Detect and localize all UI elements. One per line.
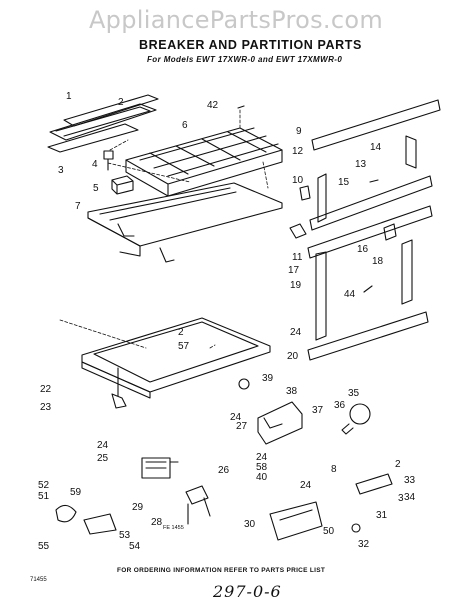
callout-44: 44 (344, 289, 356, 300)
heater-assembly (185, 485, 211, 525)
light-bulb (349, 403, 371, 425)
callout-59: 59 (70, 487, 82, 498)
callout-57: 57 (178, 341, 190, 352)
callout-16: 16 (357, 244, 369, 255)
bulb-base (341, 423, 354, 435)
callout-29: 29 (132, 502, 144, 513)
callout-24d: 24 (300, 480, 312, 491)
knob (351, 523, 361, 533)
callout-38: 38 (286, 386, 298, 397)
gasket-strips (307, 99, 441, 361)
callout-55: 55 (38, 541, 50, 552)
callout-26: 26 (218, 465, 230, 476)
small-screw (237, 105, 379, 293)
diagram-subtitle: For Models EWT 17XWR-0 and EWT 17XMWR-0 (147, 55, 343, 64)
callout-3b: 3 (398, 493, 404, 504)
callout-1: 1 (66, 91, 72, 102)
callout-17: 17 (288, 265, 300, 276)
callout-58: 58 (256, 462, 268, 473)
divider-tray (87, 182, 283, 263)
callout-51: 51 (38, 491, 50, 502)
callout-9: 9 (296, 126, 302, 137)
callout-35: 35 (348, 388, 360, 399)
top-trim-strip (49, 94, 159, 141)
callout-18: 18 (372, 256, 384, 267)
callout-4: 4 (92, 159, 98, 170)
callout-32: 32 (358, 539, 370, 550)
callout-15: 15 (338, 177, 350, 188)
screw (103, 150, 114, 171)
callout-25: 25 (97, 453, 109, 464)
drawing-code: FE 1455 (163, 525, 184, 531)
callout-8: 8 (331, 464, 337, 475)
figure-number: 71455 (30, 577, 47, 583)
leader-lines (59, 109, 269, 349)
callout-33: 33 (404, 475, 416, 486)
control-box (269, 501, 323, 541)
callout-24c: 24 (256, 452, 268, 463)
callout-40: 40 (256, 472, 268, 483)
bracket-clip (383, 223, 397, 241)
block (111, 175, 134, 195)
callout-13: 13 (355, 159, 367, 170)
lower-rail (47, 123, 139, 153)
callout-14: 14 (370, 142, 382, 153)
lower-divider-tray (81, 317, 271, 399)
callout-50: 50 (323, 526, 335, 537)
callout-2c: 2 (395, 459, 401, 470)
callout-19: 19 (290, 280, 302, 291)
callout-24: 24 (290, 327, 302, 338)
callout-3: 3 (58, 165, 64, 176)
ordering-info-footer: FOR ORDERING INFORMATION REFER TO PARTS … (117, 567, 326, 574)
callout-28: 28 (151, 517, 163, 528)
callout-11: 11 (292, 252, 303, 263)
damper-motor (141, 457, 179, 479)
callout-23: 23 (40, 402, 52, 413)
callout-31: 31 (376, 510, 388, 521)
lamp-socket (238, 378, 250, 390)
callout-52: 52 (38, 480, 50, 491)
clip-lower (289, 223, 307, 239)
callout-22: 22 (40, 384, 52, 395)
callout-2: 2 (118, 97, 124, 108)
diagram-title: BREAKER AND PARTITION PARTS (139, 38, 362, 52)
callout-12: 12 (292, 146, 304, 157)
callout-30: 30 (244, 519, 256, 530)
callout-39: 39 (262, 373, 274, 384)
callout-10: 10 (292, 175, 304, 186)
callout-5: 5 (93, 183, 99, 194)
grid-shelf (125, 127, 283, 197)
handwritten-note: 297-0-6 (213, 582, 282, 601)
wire-harness (55, 504, 117, 535)
clip (299, 185, 311, 201)
callout-24e: 24 (97, 440, 109, 451)
tray-foot (111, 367, 127, 409)
callout-36: 36 (334, 400, 346, 411)
callout-2b: 2 (178, 327, 184, 338)
callout-37: 37 (312, 405, 324, 416)
callout-34: 34 (404, 492, 416, 503)
callout-53: 53 (119, 530, 131, 541)
watermark: AppliancePartsPros.com (88, 6, 384, 34)
switch-housing (257, 401, 303, 445)
callout-27: 27 (236, 421, 248, 432)
callout-54: 54 (129, 541, 141, 552)
callout-42: 42 (207, 100, 219, 111)
callout-20: 20 (287, 351, 299, 362)
callout-6: 6 (182, 120, 188, 131)
cover-plate (355, 473, 393, 495)
callout-7: 7 (75, 201, 81, 212)
callout-24b: 24 (230, 412, 242, 423)
